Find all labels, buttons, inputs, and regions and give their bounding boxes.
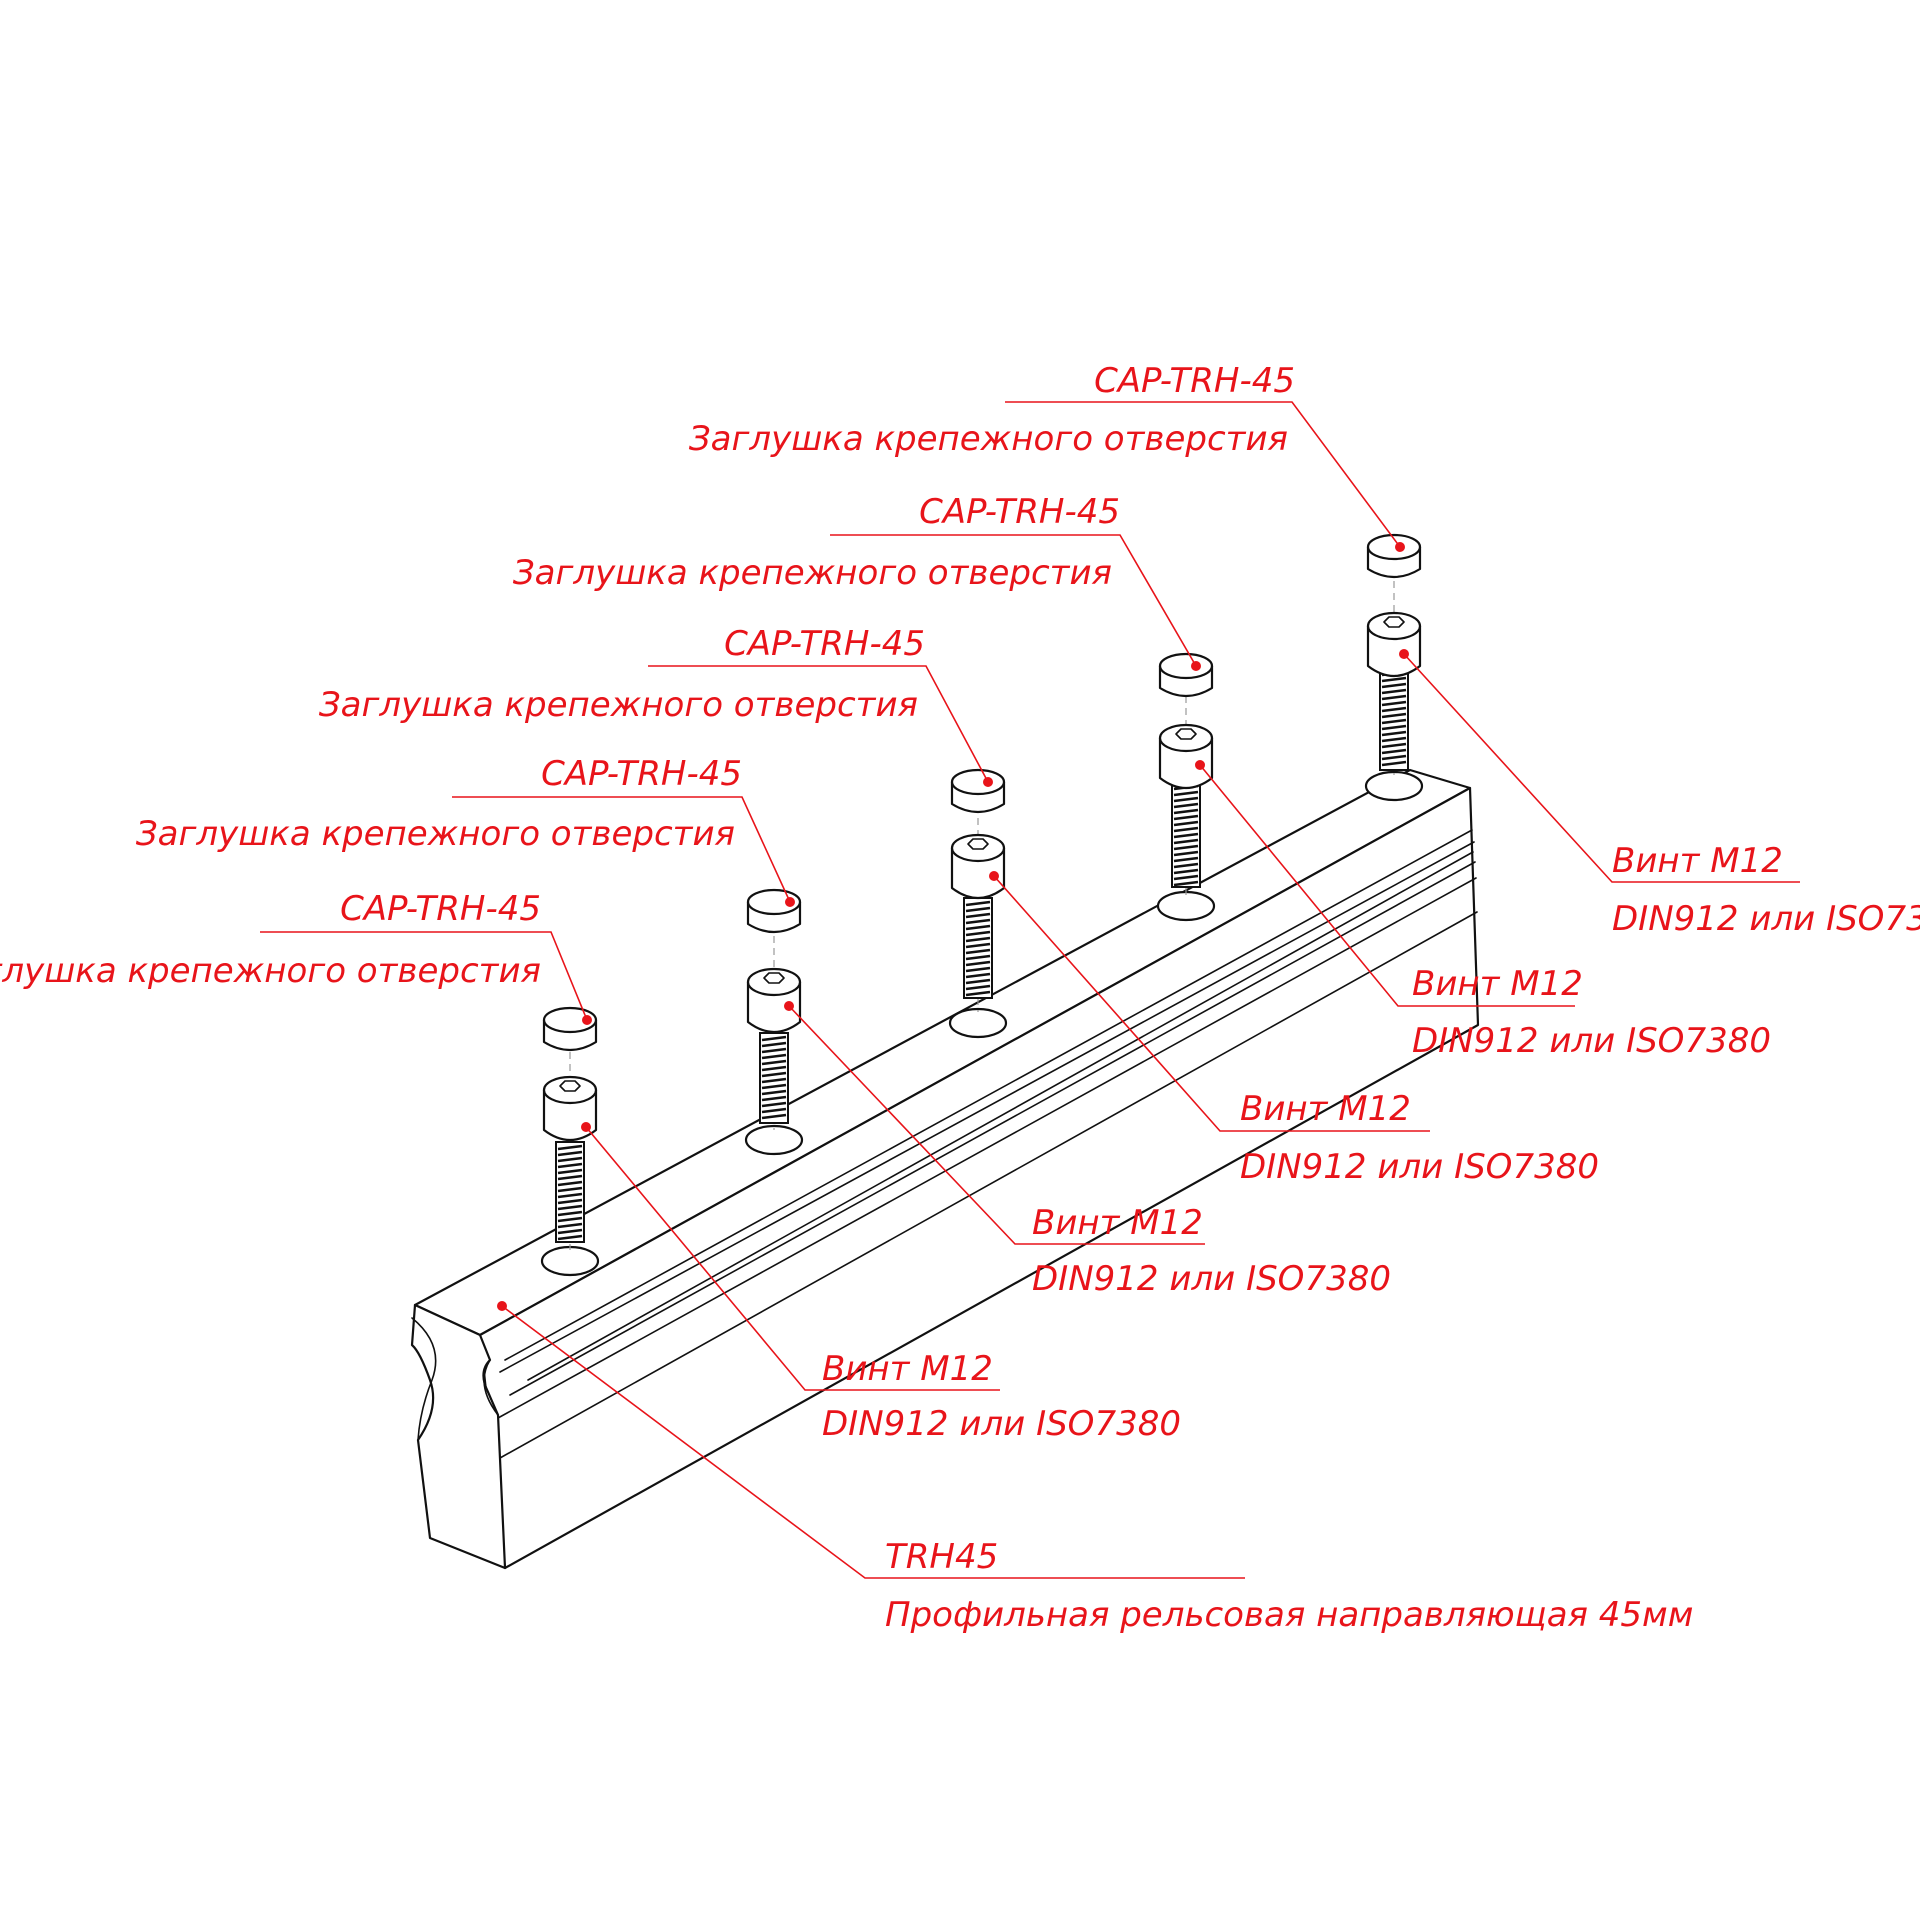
cap-desc-1: Заглушка крепежного отверстия (0, 951, 541, 991)
screw-callout-2: Винт M12 DIN912 или ISO7380 (784, 1001, 1391, 1299)
screw-desc-5: DIN912 или ISO7380 (1612, 899, 1920, 939)
screw-code-1: Винт M12 (822, 1349, 993, 1389)
cap-1 (542, 1006, 598, 1052)
screw-desc-3: DIN912 или ISO7380 (1240, 1147, 1599, 1187)
screw-callout-3: Винт M12 DIN912 или ISO7380 (989, 871, 1599, 1187)
rail-callout: TRH45 Профильная рельсовая направляющая … (497, 1301, 1693, 1635)
hole-2 (744, 1124, 804, 1156)
cap-callout-2: CAP-TRH-45 Заглушка крепежного отверстия (136, 754, 795, 907)
cap-code-4: CAP-TRH-45 (919, 492, 1120, 532)
screw-code-2: Винт M12 (1032, 1203, 1203, 1243)
screw-code-5: Винт M12 (1612, 841, 1783, 881)
cap-5 (1366, 533, 1422, 579)
cap-code-1: CAP-TRH-45 (340, 889, 541, 929)
screw-2 (746, 900, 802, 1130)
rail-holes (540, 770, 1424, 1277)
rail-desc: Профильная рельсовая направляющая 45мм (885, 1595, 1693, 1635)
cap-callout-4: CAP-TRH-45 Заглушка крепежного отверстия (513, 492, 1201, 671)
cap-desc-3: Заглушка крепежного отверстия (319, 685, 918, 725)
hole-1 (540, 1245, 600, 1277)
cap-callout-3: CAP-TRH-45 Заглушка крепежного отверстия (319, 624, 993, 787)
cap-callout-1: CAP-TRH-45 Заглушка крепежного отверстия (0, 889, 592, 1025)
screw-callout-4: Винт M12 DIN912 или ISO7380 (1195, 760, 1771, 1061)
hole-3 (948, 1007, 1008, 1039)
screw-callout-5: Винт M12 DIN912 или ISO7380 (1399, 649, 1920, 939)
cap-2 (746, 888, 802, 934)
cap-desc-2: Заглушка крепежного отверстия (136, 814, 735, 854)
rail-code: TRH45 (885, 1537, 998, 1577)
hole-4 (1156, 890, 1216, 922)
cap-code-2: CAP-TRH-45 (541, 754, 742, 794)
screw-code-4: Винт M12 (1412, 964, 1583, 1004)
screw-desc-4: DIN912 или ISO7380 (1412, 1021, 1771, 1061)
cap-desc-5: Заглушка крепежного отверстия (689, 419, 1288, 459)
hole-5 (1364, 770, 1424, 802)
screw-callout-1: Винт M12 DIN912 или ISO7380 (581, 1122, 1181, 1444)
cap-3 (950, 768, 1006, 814)
cap-desc-4: Заглушка крепежного отверстия (513, 553, 1112, 593)
screw-code-3: Винт M12 (1240, 1089, 1411, 1129)
screw-3 (950, 770, 1006, 1012)
screw-desc-1: DIN912 или ISO7380 (822, 1404, 1181, 1444)
cap-code-5: CAP-TRH-45 (1094, 361, 1295, 401)
cap-4 (1158, 652, 1214, 698)
screw-desc-2: DIN912 или ISO7380 (1032, 1259, 1391, 1299)
cap-callout-5: CAP-TRH-45 Заглушка крепежного отверстия (689, 361, 1405, 552)
screw-5 (1366, 545, 1422, 775)
screw-1 (542, 1040, 598, 1250)
screw-4 (1158, 660, 1214, 895)
cap-code-3: CAP-TRH-45 (724, 624, 925, 664)
